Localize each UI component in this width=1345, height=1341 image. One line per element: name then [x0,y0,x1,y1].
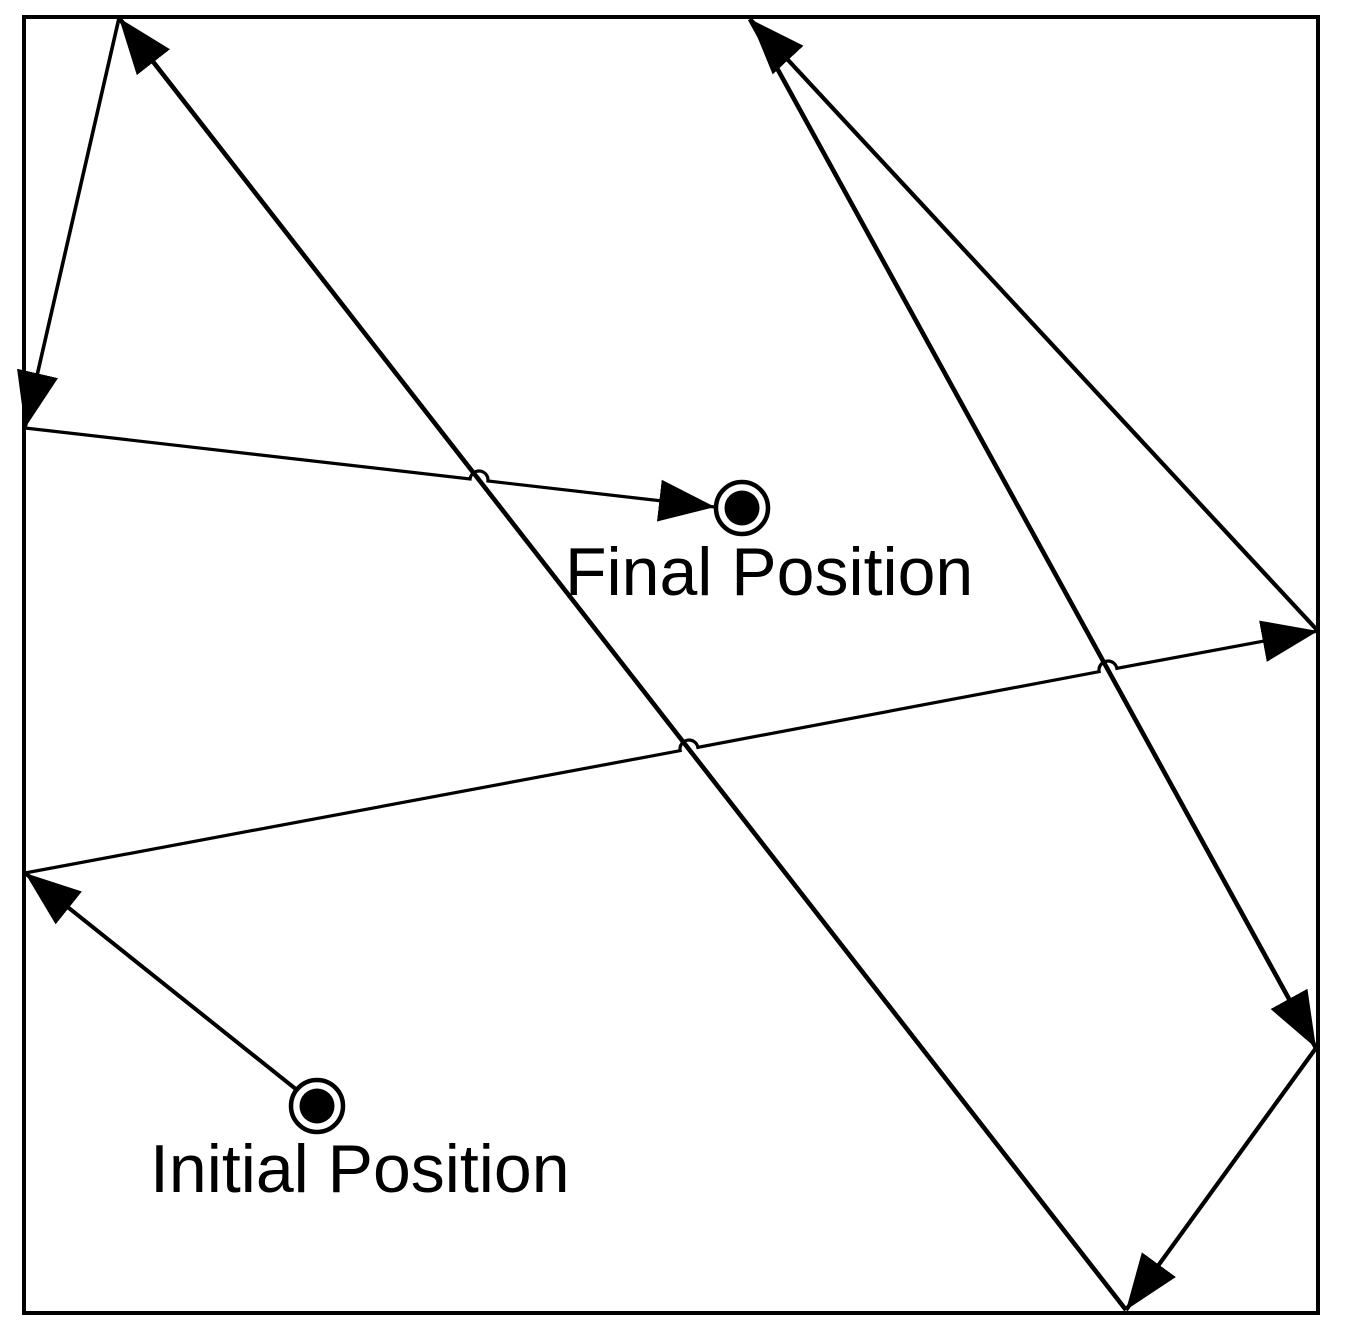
trajectory-path [17,16,1320,1312]
trajectory-step-4 [747,17,1319,1050]
initial-position-label: Initial Position [150,1131,570,1207]
trajectory-step-3 [748,17,1320,633]
trajectory-step-6 [117,16,1128,1312]
trajectory-step-8 [24,426,716,522]
trajectory-step-1 [23,871,319,1108]
final-position-marker [713,479,771,537]
trajectory-step-2 [24,620,1319,875]
trajectory-step-5 [1124,1046,1318,1312]
trajectory-step-7 [17,17,121,429]
bounding-box [22,15,1320,1315]
position-markers [288,479,771,1135]
initial-position-marker [288,1077,346,1135]
final-position-label: Final Position [565,534,973,610]
